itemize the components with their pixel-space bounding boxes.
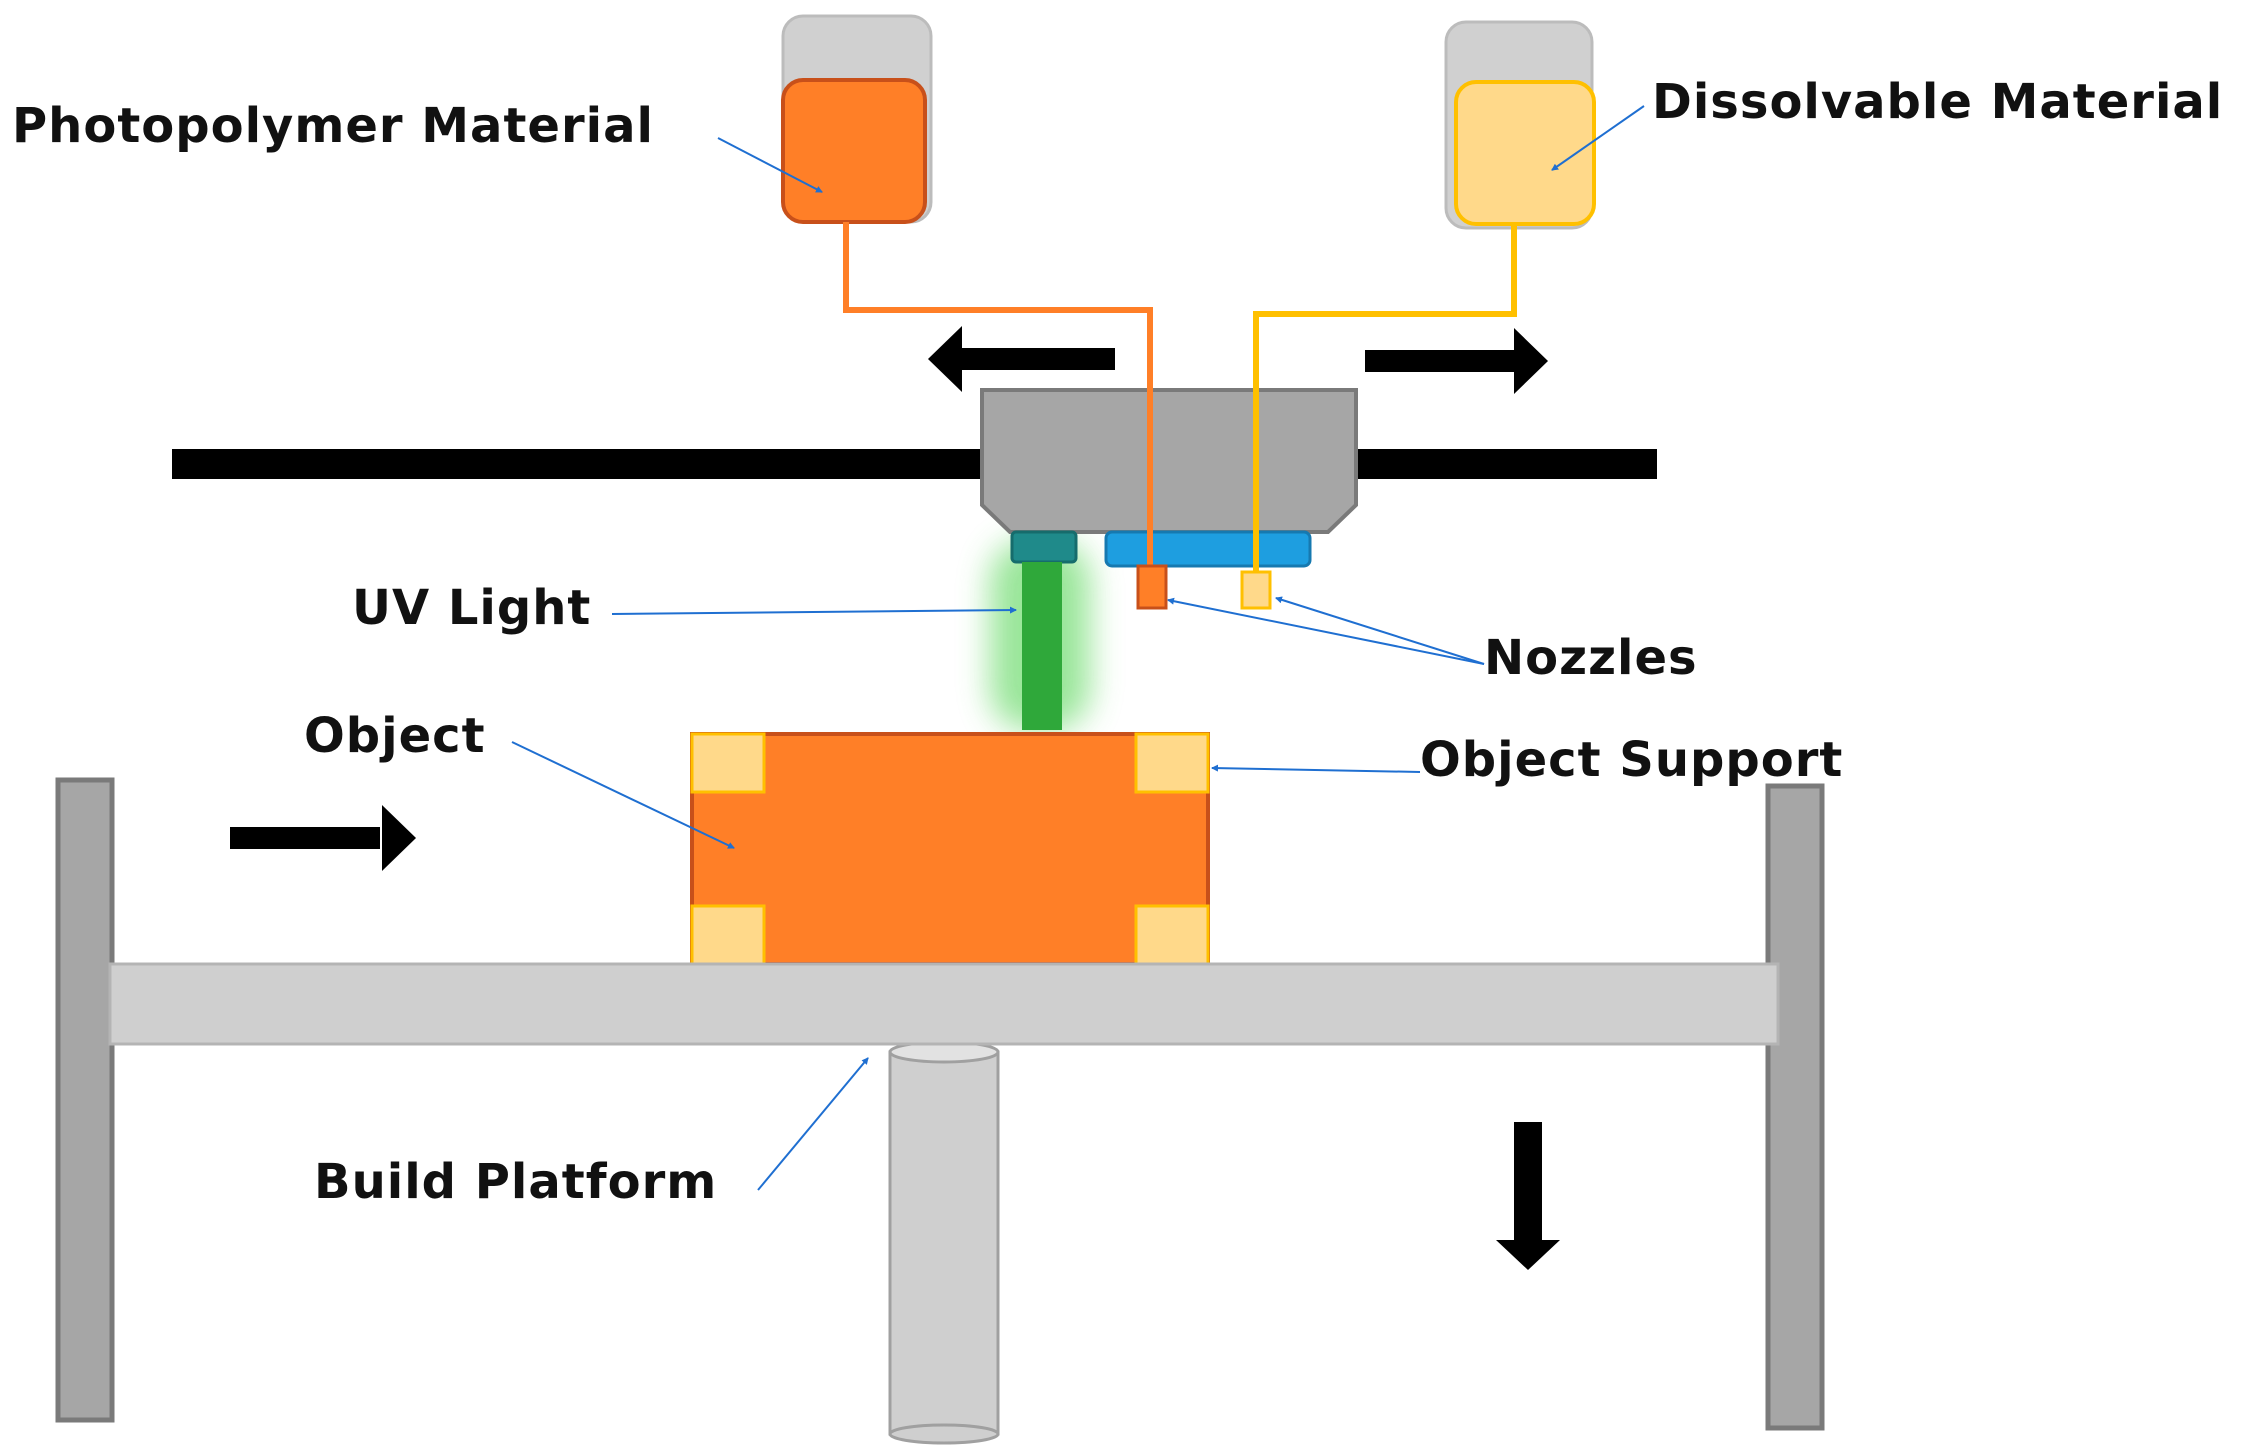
photopolymer-reservoir xyxy=(781,78,927,224)
photopolymer-nozzle xyxy=(1136,564,1168,610)
build-platform-label: Build Platform xyxy=(314,1154,717,1210)
object xyxy=(690,732,1210,966)
left-arrow-icon xyxy=(928,326,1115,392)
object-support xyxy=(690,904,766,966)
object-support xyxy=(690,732,766,794)
leader-lines xyxy=(511,105,1645,1191)
build-platform xyxy=(108,962,1780,1046)
dissolvable-nozzle xyxy=(1240,570,1272,610)
photopolymer-label: Photopolymer Material xyxy=(12,98,654,154)
dissolvable-feed-line xyxy=(1253,224,1517,572)
dissolvable-label: Dissolvable Material xyxy=(1652,74,2223,130)
print-head xyxy=(980,388,1358,534)
frame-post-left xyxy=(55,777,115,1423)
uv-light-label: UV Light xyxy=(352,580,591,636)
object-support xyxy=(1134,732,1210,794)
right-arrow-icon xyxy=(1365,328,1548,394)
photopolymer-container xyxy=(781,14,933,224)
uv-beam xyxy=(1022,562,1062,730)
dissolvable-container xyxy=(1444,20,1596,230)
nozzles-label: Nozzles xyxy=(1484,630,1698,686)
object-support xyxy=(1134,904,1210,966)
dissolvable-reservoir xyxy=(1454,80,1596,226)
uv-lamp xyxy=(1010,530,1078,564)
object-label: Object xyxy=(304,708,486,764)
frame-post-right xyxy=(1765,783,1825,1431)
print-head-rail xyxy=(172,449,1657,479)
photopolymer-feed-line xyxy=(843,222,1153,568)
platform-column xyxy=(888,1040,1000,1445)
jetting-block xyxy=(1104,530,1312,568)
object-support-label: Object Support xyxy=(1420,732,1843,788)
right-arrow-icon xyxy=(230,805,416,871)
down-arrow-icon xyxy=(1496,1122,1560,1270)
